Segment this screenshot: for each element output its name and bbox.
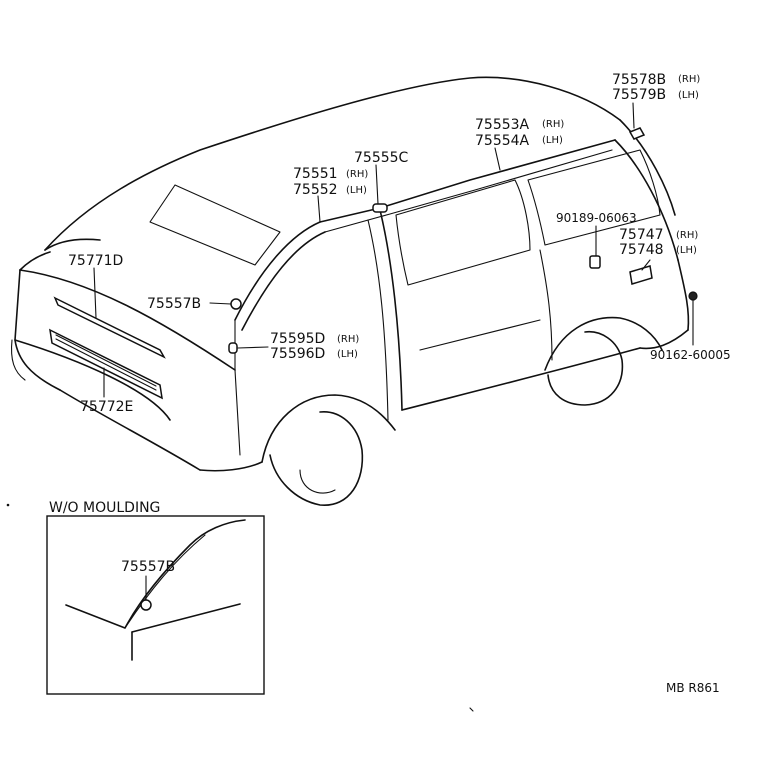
label-75553a: 75553A <box>475 117 530 133</box>
end-cap-75578b <box>628 127 646 140</box>
label-75578b: 75578B <box>612 72 666 88</box>
label-75747: 75747 <box>619 227 664 243</box>
van-illustration <box>10 76 690 506</box>
label-75595d: 75595D <box>270 331 325 347</box>
inset-wo-moulding: W/O MOULDING 75557B <box>46 500 265 695</box>
label-lh-75748: (LH) <box>676 245 697 256</box>
scan-dot <box>6 503 10 507</box>
label-75554a: 75554A <box>475 133 530 149</box>
label-rh-75747: (RH) <box>676 230 698 241</box>
label-75551: 75551 <box>293 166 338 182</box>
inset-title: W/O MOULDING <box>49 500 160 516</box>
label-lh-75579b: (LH) <box>678 90 699 101</box>
label-rh-75595d: (RH) <box>337 334 359 345</box>
clip-75557b <box>230 298 242 310</box>
clip-90189 <box>589 255 601 269</box>
label-75552: 75552 <box>293 182 338 198</box>
label-rh-75553a: (RH) <box>542 119 564 130</box>
inset-label-75557b: 75557B <box>121 559 175 575</box>
label-75579b: 75579B <box>612 87 666 103</box>
inset-clip-75557b <box>140 599 152 611</box>
label-75771d: 75771D <box>68 253 123 269</box>
label-rh-75578b: (RH) <box>678 74 700 85</box>
label-lh-75596d: (LH) <box>337 349 358 360</box>
emblem-75747 <box>629 265 653 285</box>
joint-75555c <box>372 203 388 213</box>
moulding-75771d <box>53 296 166 359</box>
end-cap-75595d <box>228 342 238 354</box>
scan-mark <box>469 707 474 712</box>
label-90189-06063: 90189-06063 <box>556 211 637 225</box>
label-rh-75551: (RH) <box>346 169 368 180</box>
label-lh-75552: (LH) <box>346 185 367 196</box>
label-lh-75554a: (LH) <box>542 135 563 146</box>
leader-lines <box>93 102 694 398</box>
label-75555c: 75555C <box>354 150 409 166</box>
label-90162-60005: 90162-60005 <box>650 348 731 362</box>
footer-code: MB R861 <box>666 681 720 695</box>
label-75748: 75748 <box>619 242 664 258</box>
screw-90162 <box>688 291 698 301</box>
label-75557b: 75557B <box>147 296 201 312</box>
label-75596d: 75596D <box>270 346 325 362</box>
label-75772e: 75772E <box>80 399 133 415</box>
